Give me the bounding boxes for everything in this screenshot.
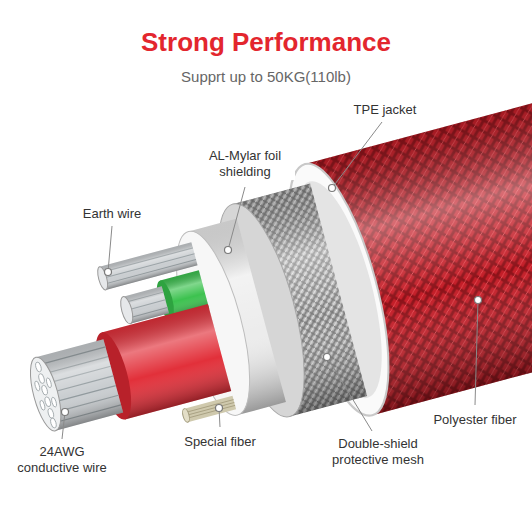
title: Strong Performance (141, 26, 391, 58)
part-label: 24AWG conductive wire (10, 444, 115, 476)
label-holder: Double-shield protective mesh (322, 436, 434, 468)
conductor-face (24, 354, 67, 434)
part-label: Double-shield protective mesh (322, 436, 434, 468)
leader-dot (216, 405, 223, 412)
leader-line (332, 122, 382, 188)
title-holder: Strong Performance (0, 26, 532, 58)
label-holder: TPE jacket (340, 100, 430, 118)
part-label: TPE jacket (351, 102, 420, 118)
part-label: Polyester fiber (430, 412, 519, 428)
leader-dots (62, 185, 482, 416)
label-holder: AL-Mylar foil shielding (195, 148, 295, 180)
strand-ends (29, 360, 62, 430)
cable (0, 61, 532, 499)
subtitle: Supprt up to 50KG(110lb) (178, 68, 354, 86)
leader-dot (324, 354, 331, 361)
leader-line (228, 187, 245, 250)
leader-line (475, 300, 478, 405)
part-label: Special fiber (181, 434, 259, 450)
leader-dot (62, 409, 69, 416)
leader-dot (329, 185, 336, 192)
fiber-face (181, 408, 190, 423)
label-holder: Special fiber (170, 432, 270, 450)
label-holder: Polyester fiber (420, 410, 530, 428)
leader-line (108, 226, 112, 272)
leader-dot (475, 297, 482, 304)
label-holder: Supprt up to 50KG(110lb) (106, 68, 426, 86)
leader-dot (105, 269, 112, 276)
part-label: Earth wire (80, 206, 145, 222)
label-holder: Earth wire (67, 204, 157, 222)
leader-line (327, 357, 372, 431)
fiber-lines (185, 400, 235, 419)
leader-dot (225, 247, 232, 254)
part-label: AL-Mylar foil shielding (195, 148, 295, 180)
label-holder: 24AWG conductive wire (10, 444, 115, 476)
green-strand-face (118, 295, 135, 325)
leader-lines (62, 122, 478, 439)
